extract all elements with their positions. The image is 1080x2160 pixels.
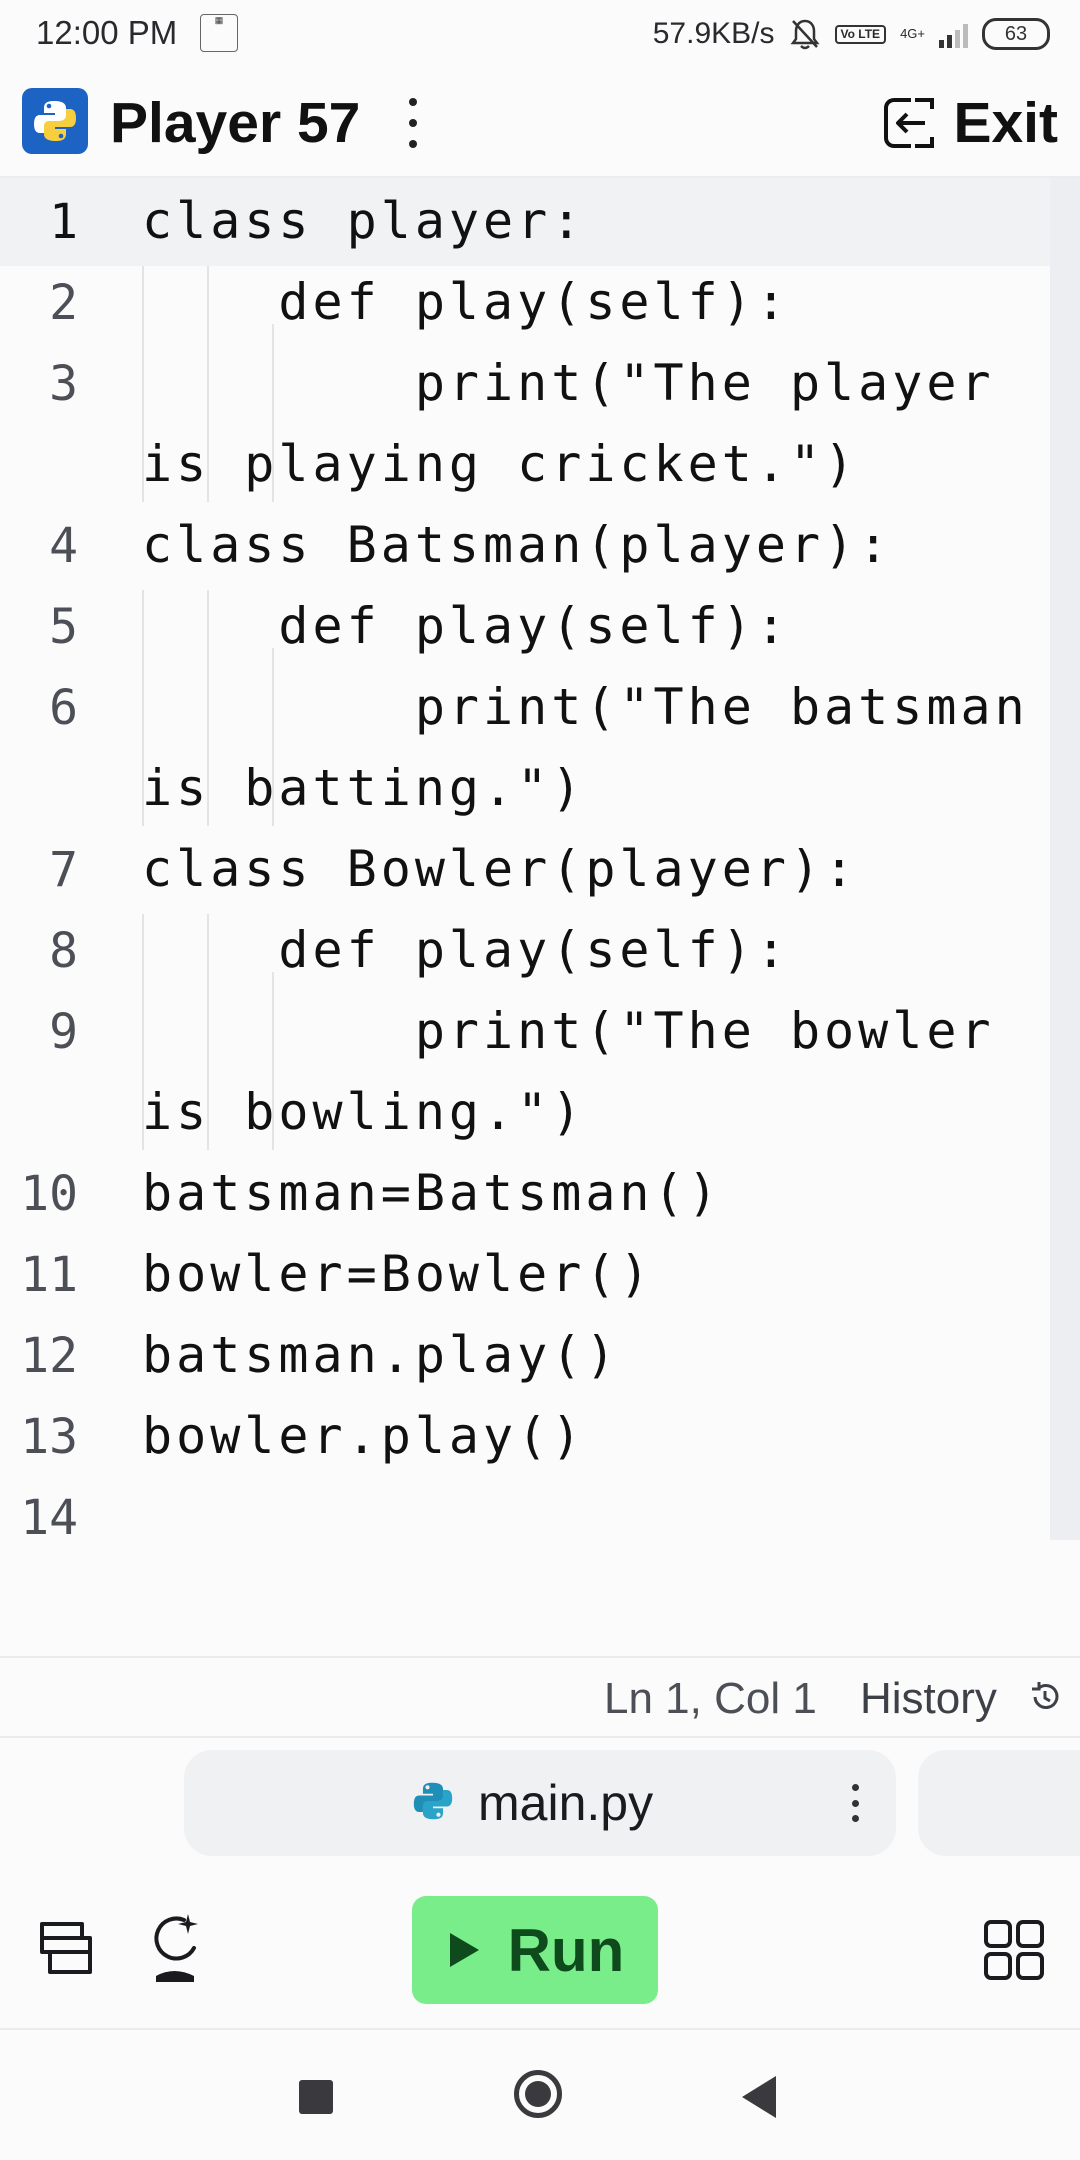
ai-assistant-icon[interactable] [150,1912,204,1984]
exit-button[interactable]: Exit [881,90,1058,156]
code-line[interactable]: class Batsman(player): [142,516,893,574]
indent-guide [272,648,274,826]
recents-icon[interactable] [299,2080,333,2114]
line-number: 7 [49,842,78,898]
indent-guide [272,972,274,1150]
code-line[interactable]: batsman.play() [142,1326,620,1384]
file-tab-partial[interactable] [918,1750,1080,1856]
line-number: 1 [49,194,78,250]
code-line[interactable]: batsman=Batsman() [142,1164,722,1222]
code-line[interactable]: def play(self): [142,921,790,979]
history-button[interactable]: History [860,1674,997,1723]
line-number: 10 [20,1166,78,1222]
volte-badge: Vo LTE [834,24,887,44]
code-editor[interactable]: 1 class player: 2 def play(self): 3 prin… [0,178,1080,1546]
system-nav-bar [0,2030,1080,2160]
signal-icon [939,20,968,48]
back-icon[interactable] [742,2076,776,2118]
line-number: 2 [49,275,78,331]
bell-muted-icon [790,19,819,50]
status-time: 12:00 PM [36,14,178,51]
line-number: 5 [49,599,78,655]
status-right-group: 57.9KB/s Vo LTE 4G+ 63 [653,14,1050,54]
file-tab-main-py[interactable]: main.py [184,1750,896,1856]
code-line[interactable]: print("The batsman [142,678,1029,736]
battery-icon: 63 [982,18,1050,50]
file-tab-menu-icon[interactable] [850,1784,860,1822]
code-line[interactable]: print("The bowler [142,1002,995,1060]
current-line-highlight [0,178,1050,266]
bottom-toolbar: Run [0,1868,1080,2030]
run-button[interactable]: Run [412,1896,658,2004]
line-number: 9 [49,1004,78,1060]
code-line-wrap[interactable]: is batting.") [142,759,586,817]
exit-label: Exit [953,91,1058,155]
code-line-wrap[interactable]: is bowling.") [142,1083,586,1141]
project-menu-icon[interactable] [403,98,423,148]
code-line[interactable]: print("The player [142,354,995,412]
file-tabs: main.py [0,1742,1080,1862]
run-label: Run [507,1916,625,1984]
code-line[interactable]: class Bowler(player): [142,840,859,898]
editor-status-row: Ln 1, Col 1 History [0,1656,1080,1738]
play-icon [449,1933,479,1967]
line-number: 6 [49,680,78,736]
file-name: main.py [478,1775,654,1831]
tools-grid-icon[interactable] [982,1918,1046,1982]
python-logo-icon [22,88,88,154]
cursor-position: Ln 1, Col 1 [604,1674,817,1723]
project-title[interactable]: Player 57 [110,91,361,155]
code-line[interactable]: def play(self): [142,273,790,331]
code-line[interactable]: bowler.play() [142,1407,586,1465]
indent-guide [142,914,144,1150]
home-icon[interactable] [514,2070,562,2118]
status-bar: 12:00 PM ▦ 57.9KB/s Vo LTE 4G+ 63 [0,0,1080,68]
network-type: 4G+ [900,26,925,41]
line-number: 13 [20,1409,78,1465]
python-file-icon [413,1782,453,1820]
line-number: 12 [20,1328,78,1384]
code-line[interactable]: class player: [142,192,586,250]
indent-guide [207,914,209,1150]
app-header: Player 57 Exit [0,76,1080,178]
indent-guide [142,266,144,502]
indent-guide [142,590,144,826]
indent-guide [207,266,209,502]
code-line[interactable]: bowler=Bowler() [142,1245,654,1303]
line-number: 14 [20,1490,78,1546]
network-speed: 57.9KB/s [652,17,775,50]
line-number: 3 [49,356,78,412]
line-number: 8 [49,923,78,979]
history-icon[interactable] [1028,1680,1062,1714]
files-panel-icon[interactable] [36,1918,96,1978]
indent-guide [272,324,274,502]
line-number: 4 [49,518,78,574]
code-line-wrap[interactable]: is playing cricket.") [142,435,859,493]
editor-scrollbar[interactable] [1050,178,1080,1540]
line-number: 11 [20,1247,78,1303]
calendar-notification-icon: ▦ [200,14,238,52]
exit-icon [884,97,936,149]
code-line[interactable]: def play(self): [142,597,790,655]
indent-guide [207,590,209,826]
